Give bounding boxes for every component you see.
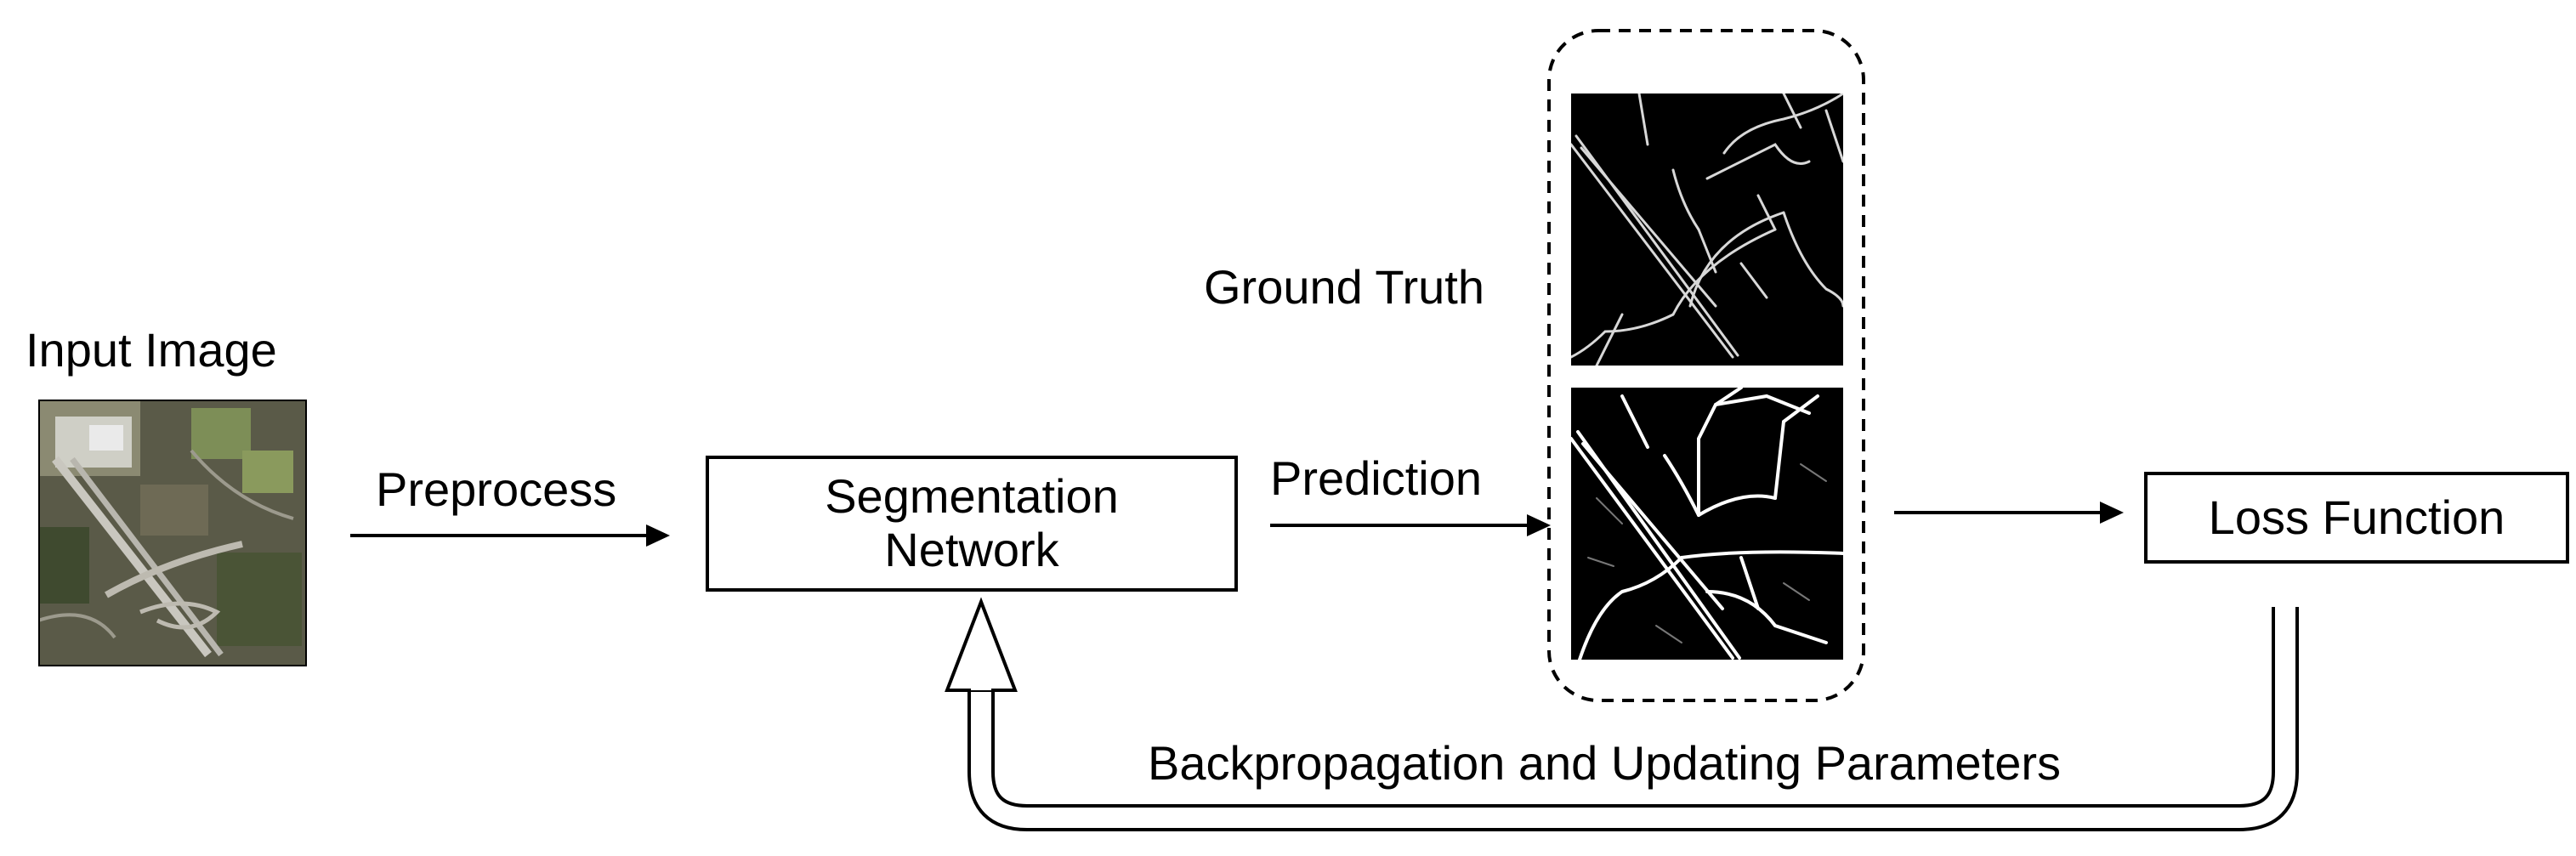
- loss-function-label: Loss Function: [2208, 490, 2505, 544]
- segmentation-network-line1: Segmentation: [825, 469, 1119, 524]
- to-loss-arrow: [1894, 502, 2124, 524]
- input-image-label: Input Image: [26, 323, 277, 377]
- prediction-label: Prediction: [1270, 451, 1483, 505]
- preprocess-arrow: [350, 524, 670, 547]
- backprop-label: Backpropagation and Updating Parameters: [1148, 736, 2062, 790]
- preprocess-label: Preprocess: [376, 462, 617, 516]
- segmentation-network-box: Segmentation Network: [706, 456, 1238, 592]
- loss-function-box: Loss Function: [2144, 472, 2569, 564]
- ground-truth-mask: [1571, 94, 1843, 366]
- segmentation-network-line2: Network: [884, 523, 1059, 576]
- backprop-feedback-arrow: [945, 597, 2299, 831]
- prediction-arrow: [1270, 514, 1551, 536]
- mask-group-dashed-frame: [1547, 29, 1865, 702]
- input-aerial-image: [38, 400, 307, 666]
- prediction-mask: [1571, 388, 1843, 660]
- ground-truth-label: Ground Truth: [1204, 260, 1484, 314]
